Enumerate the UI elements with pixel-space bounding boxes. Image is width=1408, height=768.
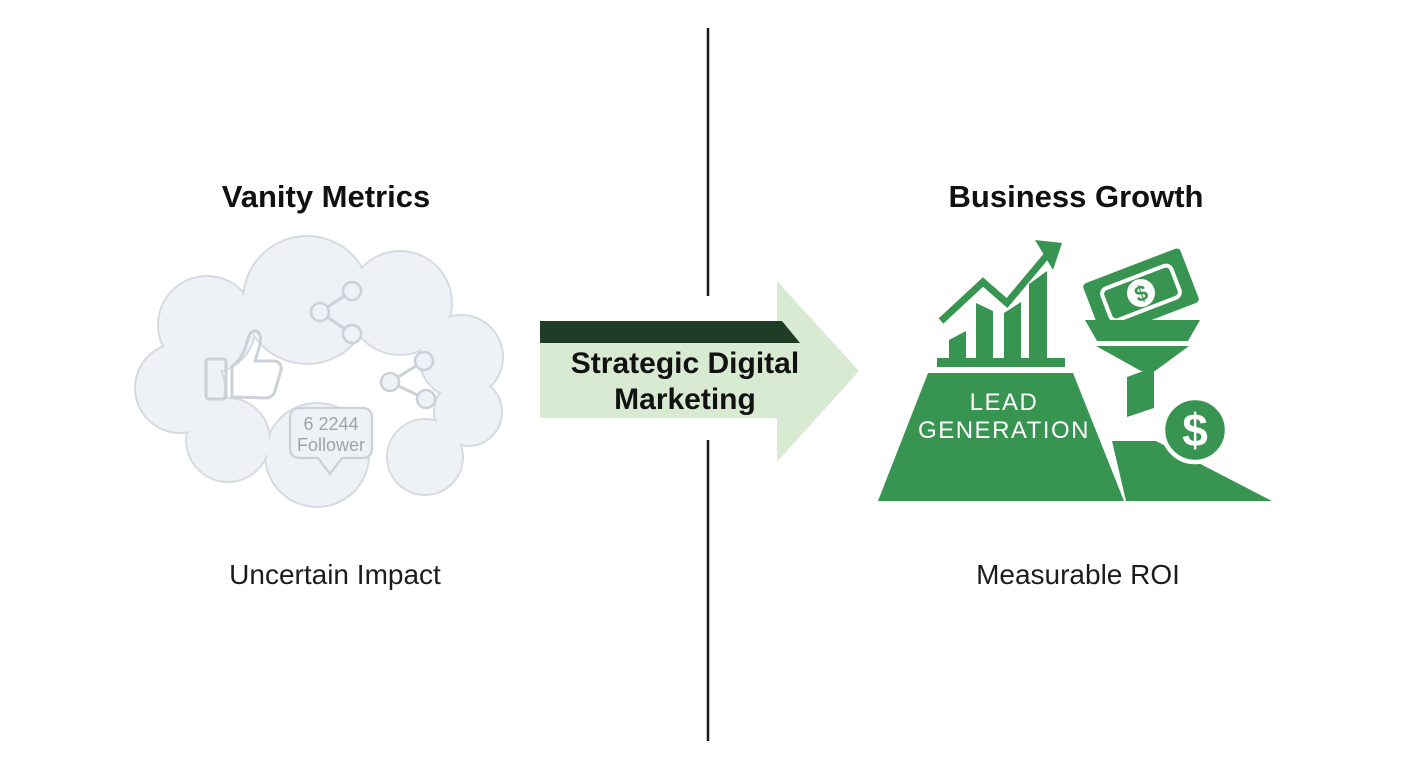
roi-base-shape bbox=[1112, 441, 1272, 501]
lead-generation-trapezoid: LEAD GENERATION bbox=[878, 373, 1124, 501]
vanity-cloud: 6 2244 Follower bbox=[134, 235, 504, 508]
follower-bubble-icon: 6 2244 Follower bbox=[288, 406, 374, 476]
coin-dollar-mark: $ bbox=[1182, 404, 1208, 456]
money-bill-icon: $ bbox=[1083, 248, 1199, 338]
follower-count: 6 2244 bbox=[303, 414, 358, 434]
left-title: Vanity Metrics bbox=[222, 179, 430, 214]
right-title: Business Growth bbox=[949, 179, 1204, 214]
cloud-shape bbox=[134, 235, 504, 508]
marketing-arrow-icon: Strategic Digital Marketing bbox=[540, 281, 859, 462]
left-caption: Uncertain Impact bbox=[229, 559, 441, 590]
thumbs-up-icon bbox=[204, 329, 283, 401]
dollar-coin-icon: $ bbox=[1160, 395, 1230, 465]
share-icon bbox=[309, 280, 363, 345]
lead-label-line2: GENERATION bbox=[918, 417, 1090, 444]
follower-label: Follower bbox=[297, 435, 365, 455]
growth-chart-icon bbox=[937, 240, 1065, 367]
funnel-icon bbox=[1085, 320, 1200, 417]
arrow-top-bar bbox=[540, 321, 800, 343]
lead-label-line1: LEAD bbox=[970, 389, 1039, 416]
right-caption: Measurable ROI bbox=[976, 559, 1180, 590]
arrow-label-line1: Strategic Digital bbox=[571, 347, 799, 380]
arrow-label-line2: Marketing bbox=[614, 383, 756, 416]
share-icon bbox=[379, 350, 437, 410]
